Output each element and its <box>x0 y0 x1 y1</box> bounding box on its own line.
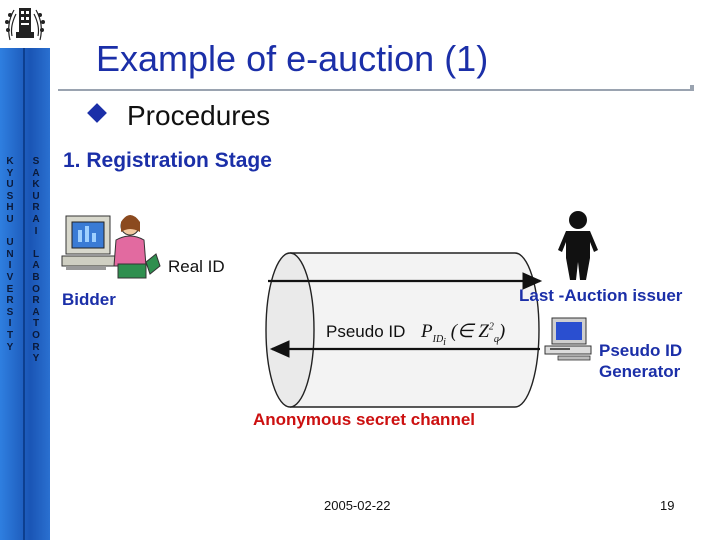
sidebar-letter: T <box>32 318 40 330</box>
sidebar-band <box>0 0 50 540</box>
sidebar-letter: A <box>32 260 40 272</box>
sidebar-letter: U <box>6 237 14 249</box>
sidebar-letter: N <box>6 248 14 260</box>
slide-title: Example of e-auction (1) <box>96 38 489 79</box>
sidebar-letter: Y <box>32 353 40 365</box>
real-id-label: Real ID <box>168 257 225 276</box>
university-logo <box>0 0 50 48</box>
footer-date: 2005-02-22 <box>324 498 391 513</box>
sidebar-letter: I <box>34 225 38 237</box>
auction-issuer-label: Last -Auction issuer <box>519 286 683 305</box>
sidebar-letter: U <box>6 214 14 225</box>
sidebar-letter: T <box>6 330 14 341</box>
title-divider <box>58 85 694 91</box>
sidebar-letter: U <box>6 179 14 191</box>
bidder-computer-icon <box>61 215 161 279</box>
pseudo-id-generator-computer-icon <box>544 317 592 361</box>
sidebar-letter: H <box>6 202 14 214</box>
bullet-procedures: Procedures <box>127 100 271 131</box>
sidebar-letter: E <box>6 283 14 295</box>
generator-label-line1: Pseudo ID <box>599 341 683 360</box>
page-number: 19 <box>660 498 675 513</box>
sidebar-letter: S <box>6 190 14 202</box>
sidebar-letter: R <box>6 295 14 307</box>
sidebar-letter: I <box>8 318 12 330</box>
sidebar-letter: R <box>32 341 40 353</box>
sidebar-letter: U <box>32 190 40 202</box>
registration-stage-heading: 1. Registration Stage <box>63 149 272 172</box>
pseudo-id-formula: PIDi (∈ Z2q) <box>421 321 506 348</box>
sidebar-letter: O <box>32 283 40 295</box>
sidebar-letter: A <box>32 167 40 179</box>
sidebar-letter: K <box>6 156 14 167</box>
sidebar-letter: L <box>32 248 40 260</box>
sidebar-letter: R <box>32 202 40 214</box>
anonymous-channel-label: Anonymous secret channel <box>253 410 476 429</box>
sidebar-letter: V <box>6 272 14 283</box>
bidder-label: Bidder <box>62 290 116 309</box>
sidebar-letter: S <box>6 306 14 318</box>
sidebar-letter: S <box>32 156 40 167</box>
auction-issuer-icon <box>558 211 598 280</box>
pseudo-id-label: Pseudo ID <box>326 322 406 341</box>
sidebar-letter: A <box>32 214 40 225</box>
sidebar-letter: Y <box>6 341 14 353</box>
sidebar-letter: B <box>32 272 40 283</box>
generator-label-line2: Generator <box>599 362 681 381</box>
sidebar-letter: I <box>8 260 12 272</box>
sidebar-letter: O <box>32 330 40 341</box>
sidebar-letter: R <box>32 295 40 307</box>
secret-channel-cylinder <box>265 252 540 408</box>
sidebar-letter: Y <box>6 167 14 179</box>
sidebar-letter: K <box>32 179 40 191</box>
sidebar-letter: A <box>32 306 40 318</box>
